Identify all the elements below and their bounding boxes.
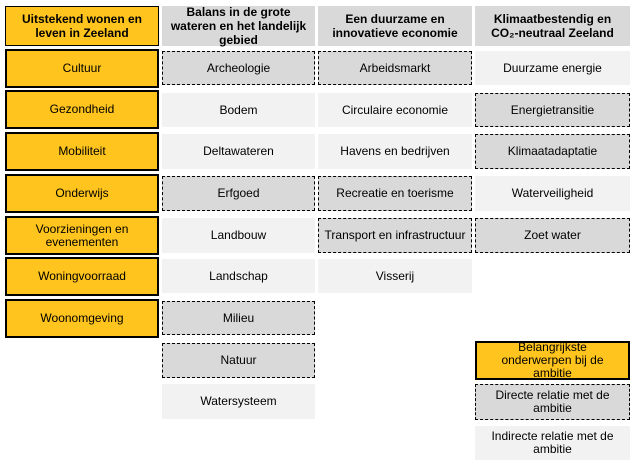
- topic-recreatie-toerisme: Recreatie en toerisme: [318, 176, 472, 211]
- legend-indirect: Indirecte relatie met de ambitie: [475, 426, 630, 460]
- header-balans-water-landelijk: Balans in de grote wateren en het landel…: [162, 5, 315, 47]
- topic-archeologie: Archeologie: [162, 51, 315, 85]
- topic-havens-bedrijven: Havens en bedrijven: [318, 134, 472, 169]
- topic-woningvoorraad: Woningvoorraad: [5, 257, 159, 296]
- topic-transport-infrastructuur: Transport en infrastructuur: [318, 218, 472, 253]
- topic-mobiliteit: Mobiliteit: [5, 132, 159, 171]
- topic-klimaatadaptatie: Klimaatadaptatie: [475, 134, 630, 169]
- topic-visserij: Visserij: [318, 259, 472, 293]
- topic-natuur: Natuur: [162, 343, 315, 378]
- topic-waterveiligheid: Waterveiligheid: [475, 176, 630, 211]
- topic-zoet-water: Zoet water: [475, 218, 630, 253]
- topic-woonomgeving: Woonomgeving: [5, 299, 159, 338]
- topic-watersysteem: Watersysteem: [162, 384, 315, 419]
- topic-landschap: Landschap: [162, 259, 315, 293]
- topic-onderwijs: Onderwijs: [5, 174, 159, 213]
- header-wonen-leven: Uitstekend wonen en leven in Zeeland: [5, 6, 159, 46]
- topic-erfgoed: Erfgoed: [162, 176, 315, 211]
- topic-milieu: Milieu: [162, 301, 315, 335]
- topic-duurzame-energie: Duurzame energie: [475, 51, 630, 85]
- topic-cultuur: Cultuur: [5, 49, 159, 88]
- topic-gezondheid: Gezondheid: [5, 90, 159, 129]
- topic-landbouw: Landbouw: [162, 218, 315, 253]
- topic-arbeidsmarkt: Arbeidsmarkt: [318, 51, 472, 85]
- topic-circulaire-economie: Circulaire economie: [318, 93, 472, 127]
- header-klimaatbestendig: Klimaatbestendig en CO₂-neutraal Zeeland: [475, 6, 630, 46]
- topic-voorzieningen-evenementen: Voorzieningen en evenementen: [5, 216, 159, 255]
- legend-direct: Directe relatie met de ambitie: [475, 384, 630, 420]
- header-duurzame-economie: Een duurzame en innovatieve economie: [318, 6, 472, 46]
- topic-bodem: Bodem: [162, 93, 315, 127]
- topic-deltawateren: Deltawateren: [162, 134, 315, 169]
- legend-primary: Belangrijkste onderwerpen bij de ambitie: [475, 341, 630, 380]
- topic-energietransitie: Energietransitie: [475, 93, 630, 127]
